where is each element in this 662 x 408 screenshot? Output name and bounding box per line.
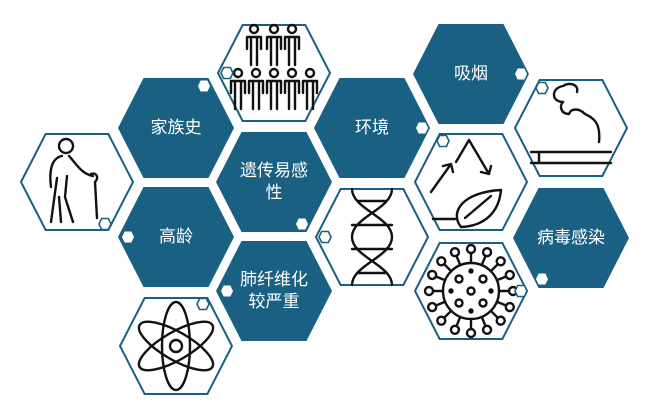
hex-label-viral-infection: 病毒感染	[513, 188, 629, 288]
mini-hex-outline	[220, 66, 234, 80]
mini-hex-dot	[536, 273, 548, 285]
mini-hex-outline	[535, 81, 549, 95]
hex-outline	[19, 133, 135, 231]
mini-hex-outline	[196, 297, 210, 311]
hex-label-genetic-susceptibility: 遗传易感性	[216, 132, 332, 232]
label-text: 病毒感染	[537, 228, 605, 248]
mini-hex-outline	[436, 134, 450, 148]
mini-hex-dot	[296, 218, 308, 230]
family-people-icon	[229, 23, 319, 111]
recycle-leaf-icon	[429, 138, 503, 229]
mini-hex-outline	[514, 284, 528, 298]
label-text: 高龄	[159, 227, 193, 247]
hex-label-smoking: 吸烟	[413, 24, 529, 124]
atom-icon	[137, 300, 215, 392]
label-text: 环境	[355, 118, 389, 138]
hex-label-severe-fibrosis: 肺纤维化较严重	[216, 241, 332, 341]
mini-hex-dot	[198, 80, 210, 92]
hex-filled-family-history	[118, 78, 234, 178]
hex-label-family-history: 家族史	[118, 78, 234, 178]
mini-hex-dot	[515, 68, 527, 80]
hex-outline	[413, 133, 529, 231]
virus-icon	[423, 243, 519, 339]
dna-icon	[350, 187, 394, 287]
hex-label-environment: 环境	[314, 78, 430, 178]
mini-hex-dot	[416, 122, 428, 134]
hex-filled-environment	[314, 78, 430, 178]
mini-hex-dot	[221, 285, 233, 297]
mini-hex-dot	[122, 231, 134, 243]
mini-hex-outline	[98, 217, 112, 231]
hex-filled-severe-fibrosis	[216, 241, 332, 341]
hex-filled-genetic-susceptibility	[216, 132, 332, 232]
hex-filled-viral-infection	[513, 188, 629, 288]
hex-filled-advanced-age	[118, 187, 234, 287]
hex-outline	[314, 188, 430, 286]
cigarette-smoke-icon	[529, 82, 613, 165]
label-text: 家族史	[150, 118, 202, 138]
hex-outline	[513, 79, 629, 177]
label-text: 吸烟	[454, 64, 488, 84]
elderly-person-icon	[49, 137, 99, 224]
label-text: 肺纤维化较严重	[240, 270, 308, 312]
hex-label-advanced-age: 高龄	[118, 187, 234, 287]
mini-hex-outline	[318, 230, 332, 244]
label-text: 遗传易感性	[240, 161, 308, 203]
hex-filled-smoking	[413, 24, 529, 124]
